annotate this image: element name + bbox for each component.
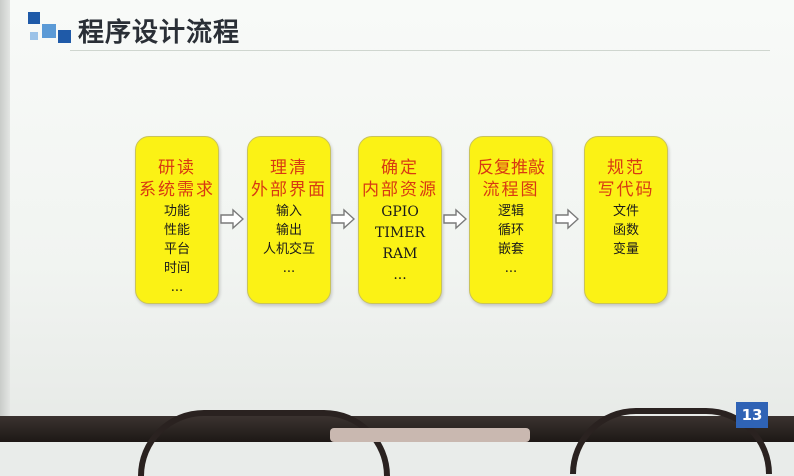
step-item: 函数 bbox=[612, 223, 639, 238]
step-item: ... bbox=[170, 280, 184, 295]
step-item: 人机交互 bbox=[262, 242, 315, 257]
step-items: 逻辑 循环 嵌套 ... bbox=[470, 202, 552, 278]
logo-squares-icon bbox=[22, 8, 72, 48]
step-item: 时间 bbox=[163, 261, 190, 276]
step-heading-line: 流程图 bbox=[482, 180, 540, 200]
step-heading-line: 反复推敲 bbox=[477, 158, 545, 178]
cable-shadow bbox=[138, 410, 390, 476]
step-heading-line: 规范 bbox=[607, 158, 645, 178]
hollow-right-arrow-icon bbox=[443, 208, 467, 230]
step-item: ... bbox=[393, 267, 407, 283]
step-heading: 确定 内部资源 bbox=[359, 157, 441, 201]
step-item: 输入 bbox=[275, 204, 302, 219]
square-icon bbox=[42, 24, 56, 38]
step-items: GPIO TIMER RAM ... bbox=[359, 202, 441, 286]
step-heading-line: 确定 bbox=[381, 158, 419, 178]
foreground-strip bbox=[330, 428, 530, 442]
step-heading: 研读 系统需求 bbox=[136, 157, 218, 201]
step-card-interface: 理清 外部界面 输入 输出 人机交互 ... bbox=[247, 136, 331, 304]
hollow-right-arrow-icon bbox=[555, 208, 579, 230]
step-item: 平台 bbox=[163, 242, 190, 257]
square-icon bbox=[30, 32, 38, 40]
step-card-flowchart: 反复推敲 流程图 逻辑 循环 嵌套 ... bbox=[469, 136, 553, 304]
step-heading-line: 写代码 bbox=[597, 180, 655, 200]
step-item: 循环 bbox=[497, 223, 524, 238]
step-item: 嵌套 bbox=[497, 242, 524, 257]
step-heading: 反复推敲 流程图 bbox=[470, 157, 552, 201]
page-number-badge: 13 bbox=[736, 402, 768, 428]
step-heading: 规范 写代码 bbox=[585, 157, 667, 201]
step-heading-line: 研读 bbox=[158, 158, 196, 178]
step-item: ... bbox=[282, 261, 296, 276]
hollow-right-arrow-icon bbox=[331, 208, 355, 230]
process-flow: 研读 系统需求 功能 性能 平台 时间 ... 理清 外部界面 输入 输出 人机… bbox=[135, 136, 668, 304]
step-heading-line: 外部界面 bbox=[251, 180, 327, 200]
step-item: 逻辑 bbox=[497, 204, 524, 219]
step-item: 变量 bbox=[612, 242, 639, 257]
step-item: GPIO bbox=[381, 204, 419, 220]
square-icon bbox=[28, 12, 40, 24]
page-title: 程序设计流程 bbox=[78, 18, 241, 48]
step-items: 输入 输出 人机交互 ... bbox=[248, 202, 330, 278]
step-item: 文件 bbox=[612, 204, 639, 219]
step-card-resources: 确定 内部资源 GPIO TIMER RAM ... bbox=[358, 136, 442, 304]
title-divider bbox=[70, 50, 770, 51]
step-item: ... bbox=[504, 261, 518, 276]
square-icon bbox=[58, 30, 71, 43]
hollow-right-arrow-icon bbox=[220, 208, 244, 230]
step-item: 性能 bbox=[163, 223, 190, 238]
step-heading: 理清 外部界面 bbox=[248, 157, 330, 201]
step-items: 功能 性能 平台 时间 ... bbox=[136, 202, 218, 297]
step-item: RAM bbox=[382, 246, 418, 262]
step-items: 文件 函数 变量 bbox=[585, 202, 667, 259]
step-heading-line: 理清 bbox=[270, 158, 308, 178]
step-item: 功能 bbox=[163, 204, 190, 219]
step-card-coding: 规范 写代码 文件 函数 变量 bbox=[584, 136, 668, 304]
step-card-requirements: 研读 系统需求 功能 性能 平台 时间 ... bbox=[135, 136, 219, 304]
step-item: TIMER bbox=[375, 225, 425, 241]
step-item: 输出 bbox=[275, 223, 302, 238]
step-heading-line: 内部资源 bbox=[362, 180, 438, 200]
step-heading-line: 系统需求 bbox=[139, 180, 215, 200]
